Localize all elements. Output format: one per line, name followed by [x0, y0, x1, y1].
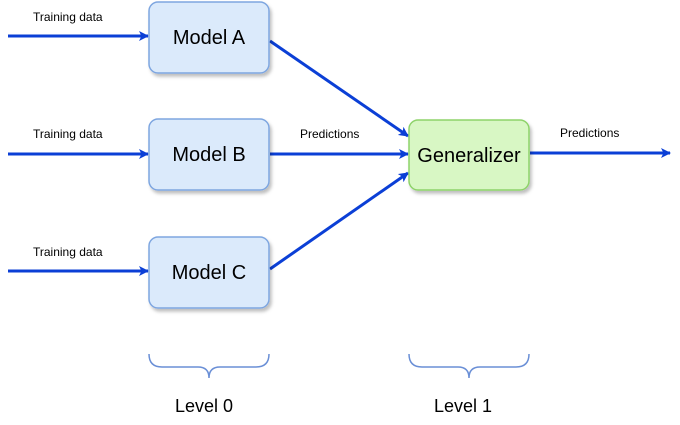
model-a-node: Model A — [148, 1, 270, 74]
level-1-label: Level 1 — [434, 396, 492, 416]
level-1-brace — [408, 353, 530, 379]
predictions-in-label: Predictions — [300, 127, 359, 141]
level-0-label: Level 0 — [175, 396, 233, 416]
model-c-node: Model C — [148, 236, 270, 309]
model-b-label: Model B — [172, 144, 245, 166]
edge-model-c-to-generalizer — [269, 171, 409, 271]
model-b-node: Model B — [148, 118, 270, 191]
generalizer-node: Generalizer — [408, 119, 530, 191]
predictions-out-label: Predictions — [560, 126, 619, 140]
model-c-label: Model C — [172, 262, 246, 284]
input-label-a: Training data — [33, 10, 103, 24]
input-label-b: Training data — [33, 127, 103, 141]
level-0-brace — [148, 353, 270, 379]
edge-model-a-to-generalizer — [269, 39, 409, 138]
input-label-c: Training data — [33, 245, 103, 259]
model-a-label: Model A — [173, 27, 246, 49]
generalizer-label: Generalizer — [417, 145, 521, 167]
